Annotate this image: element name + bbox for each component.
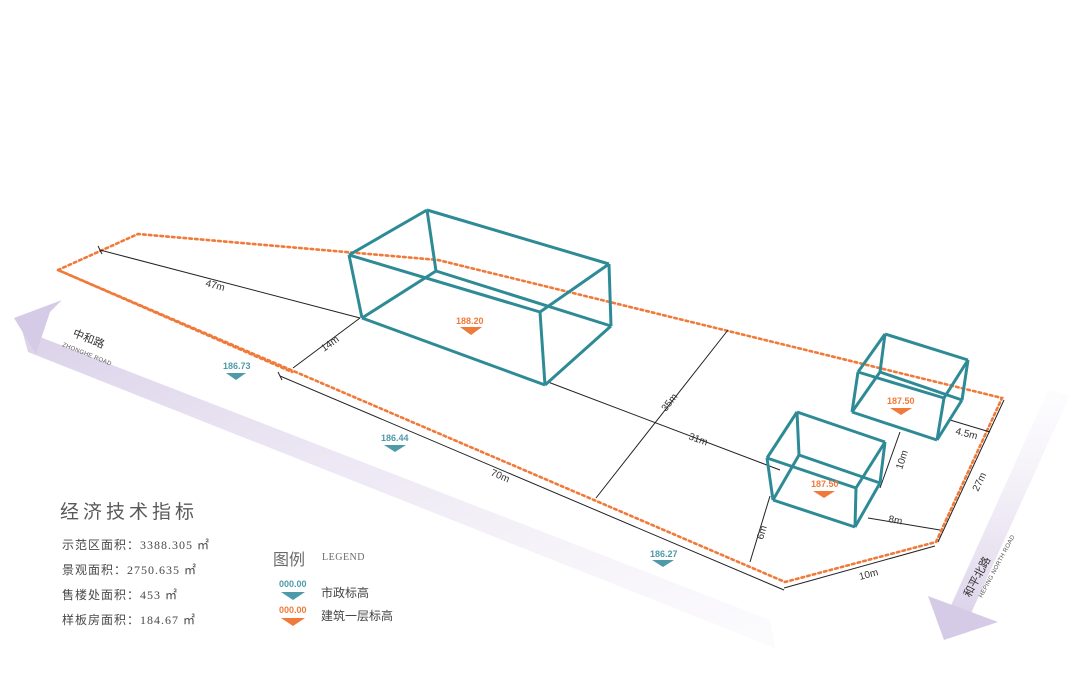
elevation-marker-icon [384,445,406,452]
dim-10m-bottom: 10m [858,567,880,583]
dim-10m-vertical: 10m [894,449,910,471]
legend-building-sample: 000.00 [279,605,307,615]
small-building-left [765,410,887,529]
dim-4-5m: 4.5m [954,426,978,442]
legend-title-cn: 图例 [273,552,306,569]
elevation-label: 186.44 [381,433,409,443]
legend-municipal-sample: 000.00 [279,579,307,589]
zhonghe-road-band [22,330,775,648]
legend-building-label: 建筑一层标高 [321,609,394,623]
heping-road-band [948,390,1070,620]
indicators-title: 经济技术指标 [60,502,199,523]
elevation-label: 187.50 [811,479,839,489]
dimension-lines [97,245,1005,591]
dim-47m: 47m [204,278,226,294]
legend-municipal-label: 市政标高 [321,586,370,600]
indicator-row: 景观面积：2750.635 ㎡ [62,563,198,577]
building-elevation-small-right: 187.50 [887,396,915,415]
dim-14m: 14m [319,334,341,354]
elevation-marker-icon [460,327,482,335]
small-building-right [850,332,970,442]
dim-27m: 27m [971,471,989,493]
municipal-elevation-2: 186.44 [381,433,409,452]
legend-title-en: LEGEND [322,552,365,563]
elevation-label: 186.27 [650,549,678,559]
elevation-label: 187.50 [887,396,915,406]
legend-building-marker-icon [281,618,305,626]
elevation-marker-icon [890,408,912,415]
elevation-marker-icon [813,491,835,498]
indicator-row: 示范区面积：3388.305 ㎡ [62,538,211,552]
building-elevation-main: 188.20 [456,316,484,335]
site-boundary-inner [56,268,294,374]
elevation-marker-icon [652,560,674,567]
elevation-label: 186.73 [223,361,251,371]
municipal-elevation-1: 186.73 [223,361,251,380]
dim-31m: 31m [687,431,709,448]
indicator-row: 售楼处面积：453 ㎡ [62,588,179,602]
zhonghe-road-arrow-icon [14,300,62,354]
main-building [347,208,613,387]
elevation-label: 188.20 [456,316,484,326]
municipal-elevation-3: 186.27 [650,549,678,567]
dim-6m: 6m [755,524,769,540]
dim-8m: 8m [887,514,903,527]
heping-road-arrow-icon [928,596,998,640]
elevation-marker-icon [226,373,246,380]
legend-municipal-marker-icon [281,592,305,600]
zhonghe-road: 中和路 ZHONGHE ROAD [14,300,775,648]
site-boundary [54,232,1004,584]
dim-70m: 70m [489,468,511,486]
indicator-row: 样板房面积：184.67 ㎡ [62,613,197,627]
building-elevation-small-left: 187.50 [811,479,839,498]
